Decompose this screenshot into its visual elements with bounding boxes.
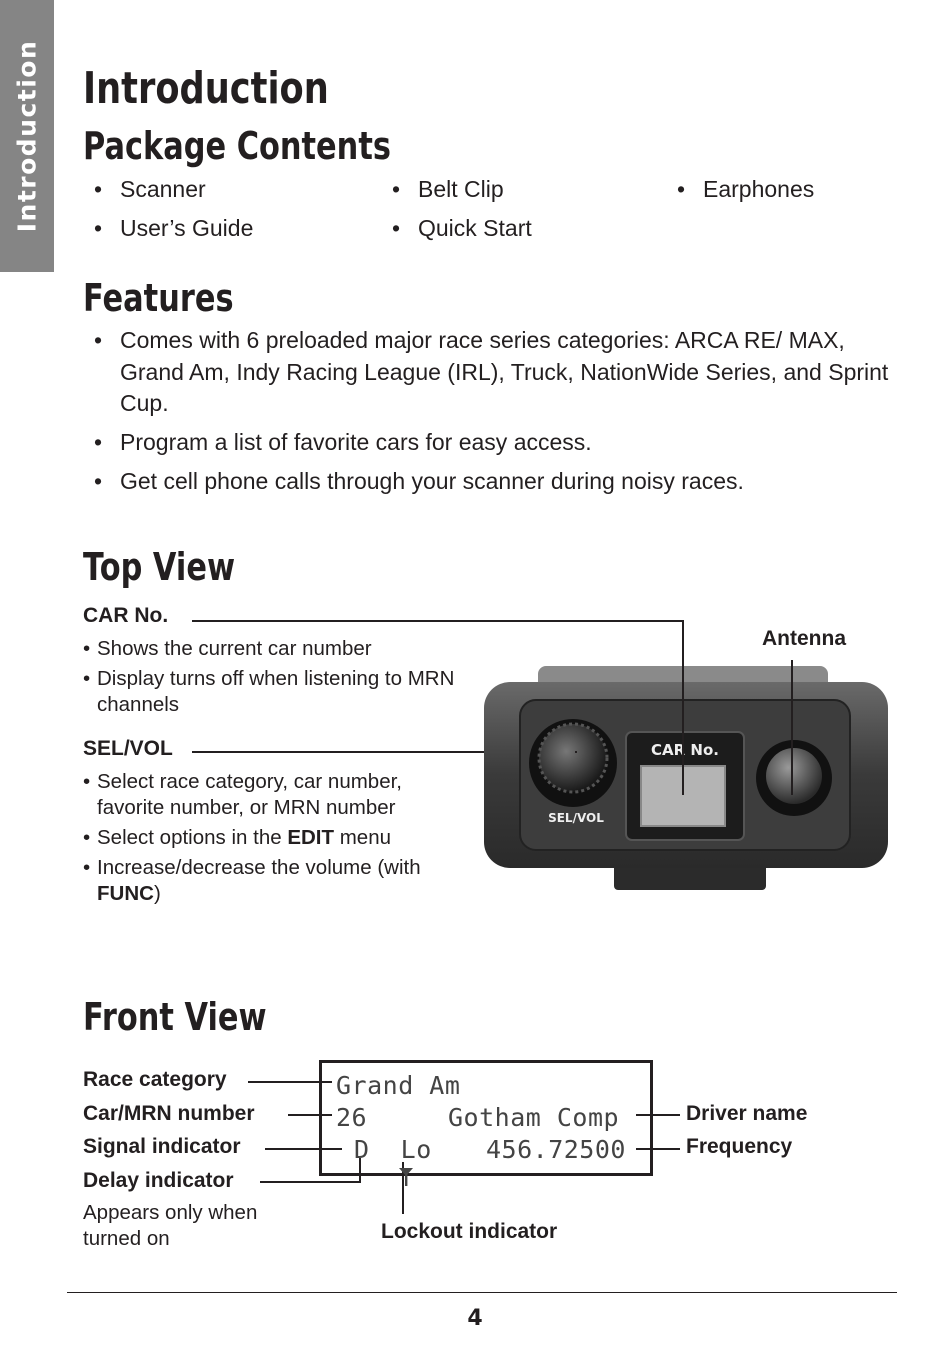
frequency-leader bbox=[636, 1148, 680, 1150]
antenna-label: Antenna bbox=[762, 627, 846, 650]
antenna-knob bbox=[766, 748, 822, 804]
feature-item: Program a list of favorite cars for easy… bbox=[94, 427, 890, 459]
lcd-signal-icon bbox=[336, 1135, 414, 1222]
package-item-users-guide: User’s Guide bbox=[94, 213, 253, 244]
car-mrn-number-label: Car/MRN number bbox=[83, 1102, 255, 1125]
lcd-indicators: D Lo bbox=[354, 1135, 432, 1164]
race-category-leader bbox=[248, 1081, 332, 1083]
race-category-label: Race category bbox=[83, 1068, 227, 1091]
page-title: Introduction bbox=[83, 63, 329, 114]
lcd-frequency: 456.72500 bbox=[486, 1135, 626, 1164]
package-item-belt-clip: Belt Clip bbox=[392, 174, 504, 205]
lcd-car-number: 26 bbox=[336, 1103, 368, 1132]
driver-name-leader bbox=[636, 1114, 680, 1116]
package-item-scanner: Scanner bbox=[94, 174, 206, 205]
signal-leader bbox=[265, 1148, 342, 1150]
delay-leader-vertical bbox=[359, 1158, 361, 1183]
side-tab: Introduction bbox=[0, 0, 54, 272]
feature-item: Get cell phone calls through your scanne… bbox=[94, 466, 890, 498]
lockout-leader bbox=[402, 1162, 404, 1214]
sel-vol-leader-end bbox=[575, 751, 577, 753]
features-heading: Features bbox=[83, 276, 234, 320]
side-tab-label: Introduction bbox=[12, 39, 42, 233]
knob bbox=[537, 722, 609, 794]
knob-label: SEL/VOL bbox=[548, 811, 604, 825]
lcd-driver-name: Gotham Comp bbox=[448, 1103, 620, 1132]
signal-indicator-label: Signal indicator bbox=[83, 1135, 241, 1158]
antenna-leader-line bbox=[791, 660, 793, 795]
footer-rule bbox=[67, 1292, 897, 1293]
car-mrn-leader bbox=[288, 1114, 332, 1116]
package-contents-heading: Package Contents bbox=[83, 124, 391, 168]
car-no-leader-line bbox=[192, 620, 684, 622]
display-label: CAR No. bbox=[651, 741, 719, 759]
package-item-quick-start: Quick Start bbox=[392, 213, 532, 244]
scanner-top-view-image: SEL/VOL CAR No. bbox=[484, 666, 888, 890]
delay-indicator-note: Appears only when turned on bbox=[83, 1201, 258, 1250]
car-no-detail: •Shows the current car number bbox=[83, 637, 372, 660]
delay-leader bbox=[260, 1181, 361, 1183]
delay-indicator-label: Delay indicator bbox=[83, 1169, 234, 1192]
car-no-label: CAR No. bbox=[83, 604, 169, 627]
page-number: 4 bbox=[467, 1306, 483, 1331]
sel-vol-detail: •Select race category, car number, favor… bbox=[83, 770, 402, 819]
lcd-race-category: Grand Am bbox=[336, 1071, 461, 1100]
frequency-label: Frequency bbox=[686, 1135, 793, 1158]
top-view-heading: Top View bbox=[83, 545, 236, 589]
package-item-earphones: Earphones bbox=[677, 174, 814, 205]
sel-vol-leader-line bbox=[192, 751, 577, 753]
sel-vol-detail-func: •Increase/decrease the volume (with FUNC… bbox=[83, 856, 421, 905]
car-no-detail: •Display turns off when listening to MRN… bbox=[83, 667, 455, 716]
sel-vol-detail-edit: •Select options in the EDIT menu bbox=[83, 826, 392, 849]
driver-name-label: Driver name bbox=[686, 1102, 808, 1125]
car-no-leader-drop-front bbox=[682, 620, 684, 795]
lockout-indicator-label: Lockout indicator bbox=[381, 1220, 558, 1243]
front-view-heading: Front View bbox=[83, 995, 267, 1039]
front-lcd-display: Grand Am 26 Gotham Comp D Lo 456.72500 bbox=[319, 1060, 653, 1186]
sel-vol-label: SEL/VOL bbox=[83, 737, 173, 760]
feature-item: Comes with 6 preloaded major race series… bbox=[94, 325, 890, 420]
